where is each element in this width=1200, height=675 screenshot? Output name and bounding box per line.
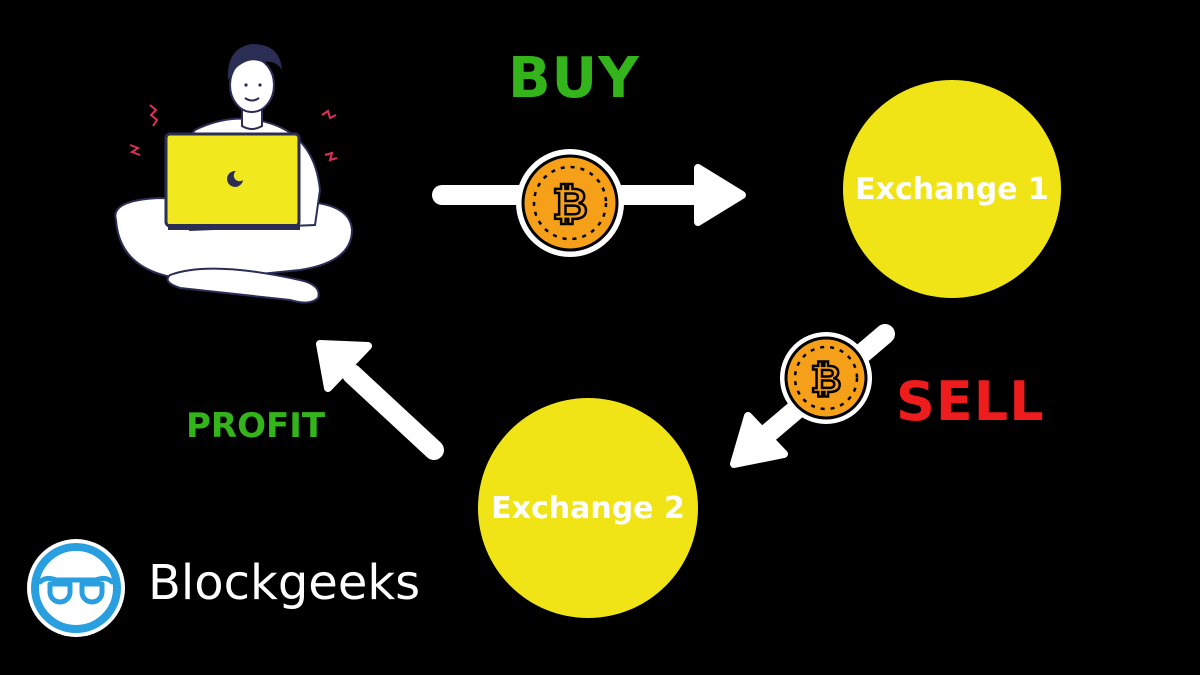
laptop-logo-icon bbox=[227, 170, 243, 187]
trader-smile bbox=[244, 97, 260, 102]
bitcoin-coin-icon: ₿ bbox=[516, 149, 624, 257]
buy-label: BUY bbox=[508, 46, 640, 111]
svg-text:₿: ₿ bbox=[811, 357, 842, 401]
laptop-base bbox=[168, 224, 300, 230]
exchange-1-label: Exchange 1 bbox=[855, 171, 1049, 207]
svg-text:₿: ₿ bbox=[552, 179, 588, 230]
sell-label: SELL bbox=[896, 370, 1045, 433]
trader-illustration bbox=[114, 44, 354, 304]
trader-hair bbox=[227, 44, 282, 80]
exchange-2-label: Exchange 2 bbox=[491, 490, 685, 526]
profit-arrow bbox=[316, 340, 444, 460]
profit-label: PROFIT bbox=[186, 406, 326, 446]
bitcoin-coin-icon: ₿ bbox=[780, 332, 872, 424]
glasses-logo-icon bbox=[27, 539, 125, 637]
trader-eye-left bbox=[244, 83, 248, 87]
exchange-2-node: Exchange 2 bbox=[478, 398, 698, 618]
exchange-1-node: Exchange 1 bbox=[843, 80, 1061, 298]
trader-stress-marks bbox=[129, 104, 338, 162]
profit-arrow-head bbox=[316, 340, 372, 392]
buy-arrow-head bbox=[694, 164, 746, 226]
brand-name: Blockgeeks bbox=[148, 555, 421, 611]
trader-eye-right bbox=[258, 83, 262, 87]
sell-arrow-head bbox=[730, 412, 788, 468]
